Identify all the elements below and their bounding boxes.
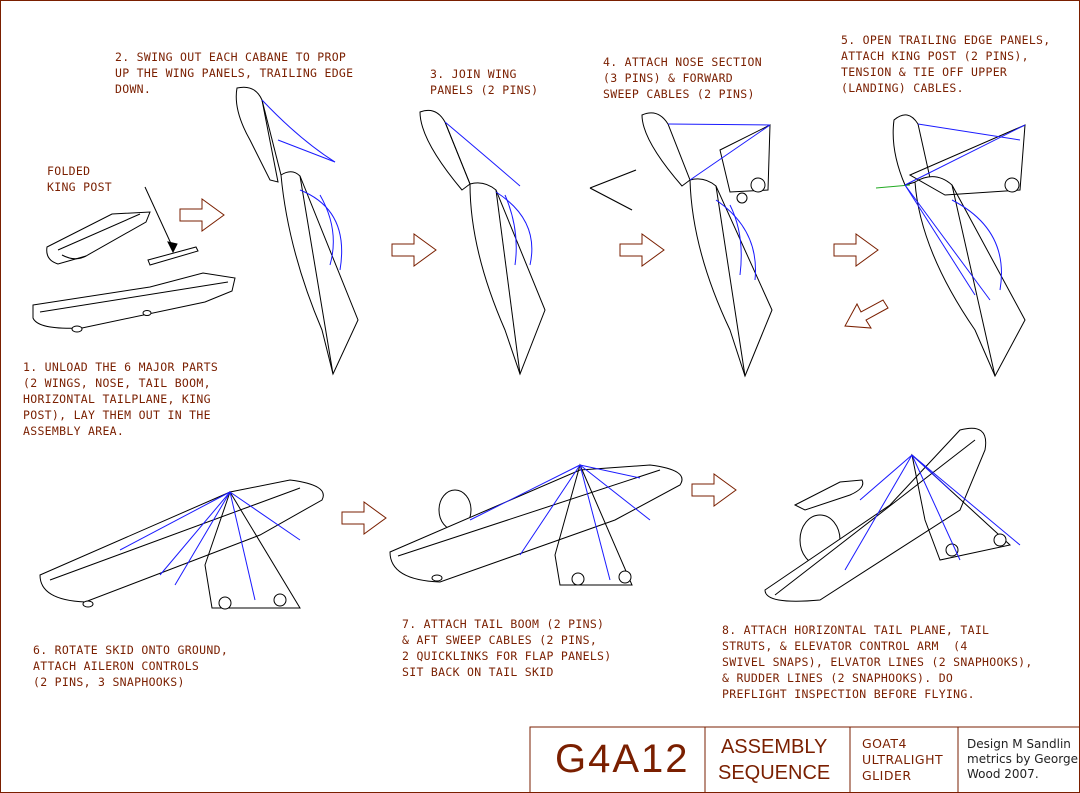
step-4-note: 4. ATTACH NOSE SECTION (3 PINS) & FORWAR… [603,55,762,101]
arrow-3-4 [619,233,665,267]
project-name: GOAT4 ULTRALIGHT GLIDER [862,736,944,783]
arrow-6-7 [341,501,387,535]
step2-cables [261,99,343,271]
step4-loose-cables [589,169,637,211]
step3-wings [419,109,546,376]
step3-cables [444,121,533,266]
step6-cables [119,491,301,601]
arrow-2-3 [391,233,437,267]
step8-glider [764,427,1012,602]
drawing-number: G4A12 [555,737,690,781]
step-8-note: 8. ATTACH HORIZONTAL TAIL PLANE, TAIL ST… [722,623,1033,701]
arrow-7-8 [691,473,737,507]
title-block-frame [529,726,1080,793]
step5-cables [904,123,1026,301]
arrow-1-2 [179,198,225,232]
step4-glider [641,112,773,378]
step5-king-post [875,184,911,189]
step2-wings [235,86,359,376]
step5-glider [892,114,1026,378]
step-5-note: 5. OPEN TRAILING EDGE PANELS, ATTACH KIN… [841,33,1051,95]
step-arrows [179,198,889,535]
step-7-note: 7. ATTACH TAIL BOOM (2 PINS) & AFT SWEEP… [402,617,612,679]
step6-glider [39,479,324,610]
arrow-4-5 [833,233,879,267]
step4-cables [667,123,771,281]
step-3-note: 3. JOIN WING PANELS (2 PINS) [430,67,539,97]
step7-cables [469,464,651,581]
step-1-note: 1. UNLOAD THE 6 MAJOR PARTS (2 WINGS, NO… [23,360,219,438]
arrow-5-6 [844,299,889,329]
drawing-title: ASSEMBLY SEQUENCE [718,736,831,784]
step1-parts [32,211,236,333]
step8-cables [844,454,1021,571]
step7-glider [389,463,683,586]
step-6-note: 6. ROTATE SKID ONTO GROUND, ATTACH AILER… [33,643,229,689]
design-credit: Design M Sandlin metrics by George Wood … [967,737,1078,781]
folded-king-post-callout: FOLDED KING POST [47,164,113,194]
step-2-note: 2. SWING OUT EACH CABANE TO PROP UP THE … [115,50,354,96]
callout-leader [144,186,178,254]
